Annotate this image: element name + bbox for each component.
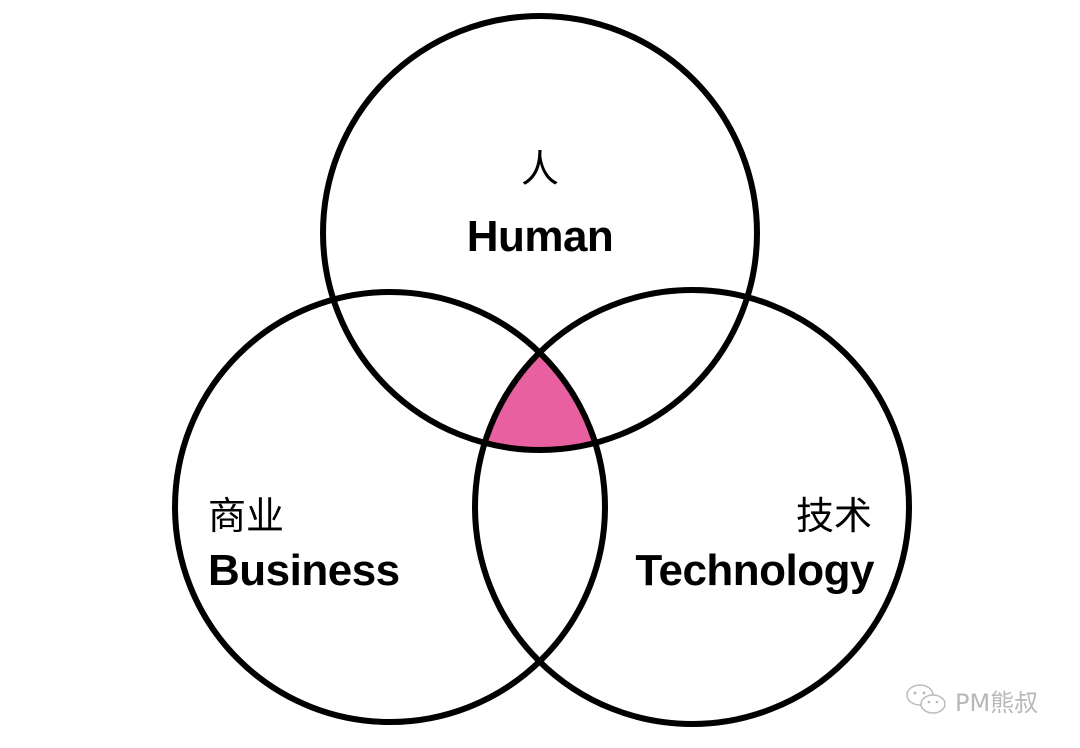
technology-label-en: Technology [635,546,874,595]
wechat-icon [906,684,946,714]
watermark-text: PM熊叔 [955,688,1039,717]
circle-technology [472,287,912,727]
circle-business [172,289,608,725]
circle-human [320,13,760,453]
technology-label-zh: 技术 [795,494,872,538]
watermark: PM熊叔 [905,682,1038,718]
human-label-zh: 人 [520,147,559,191]
business-label-en: Business [208,546,400,595]
human-label-en: Human [466,212,614,261]
business-label-zh: 商业 [208,494,285,538]
